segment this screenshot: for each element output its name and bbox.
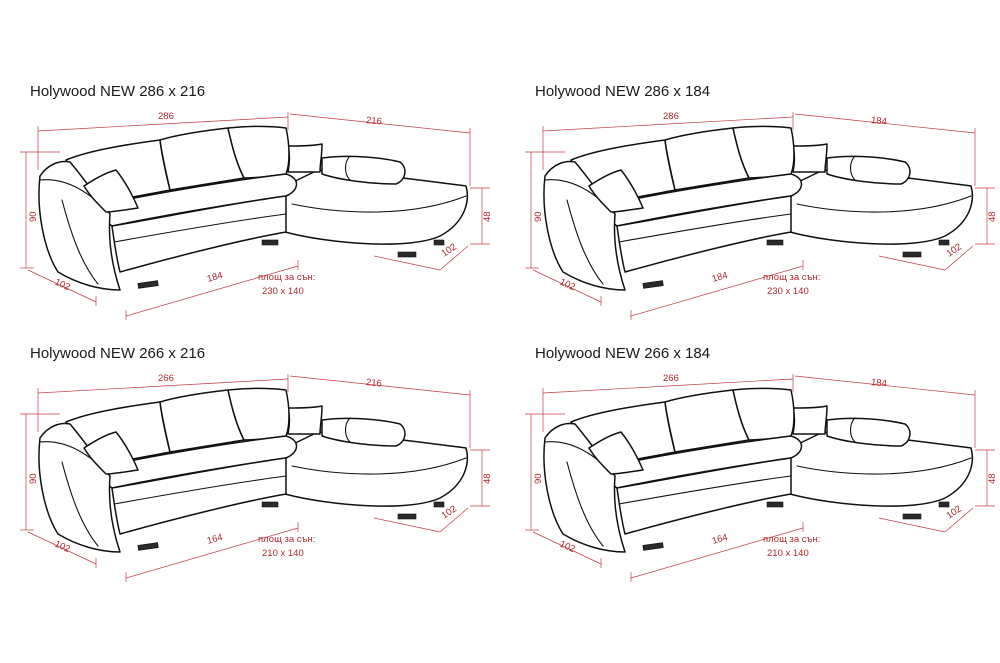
sofa-outline: [38, 387, 469, 553]
seat-height-label: 48: [482, 211, 493, 222]
seat-length-label: 184: [206, 270, 224, 285]
sleep-area-label: площ за сън:: [763, 534, 820, 545]
arm-depth-label: 102: [53, 277, 72, 293]
sleep-area-label: площ за сън:: [258, 272, 315, 283]
sleep-area-size: 230 x 140: [767, 286, 809, 297]
seat-height-label: 48: [482, 473, 493, 484]
dimension-lines: [525, 374, 995, 582]
arm-depth-label: 102: [558, 277, 577, 293]
diagram-title: Holywood NEW 266 x 216: [30, 345, 205, 362]
diagram-title: Holywood NEW 286 x 216: [30, 83, 205, 100]
arm-depth-label: 102: [53, 539, 72, 555]
width-label: 286: [663, 111, 679, 122]
seat-length-label: 164: [206, 532, 224, 547]
seat-length-label: 184: [711, 270, 729, 285]
sleep-area-label: площ за сън:: [258, 534, 315, 545]
width-label: 266: [158, 373, 174, 384]
sleep-area-label: площ за сън:: [763, 272, 820, 283]
depth-label: 184: [870, 377, 887, 390]
seat-height-label: 48: [987, 211, 998, 222]
height-label: 90: [533, 211, 544, 222]
height-label: 90: [28, 473, 39, 484]
depth-label: 184: [870, 115, 887, 128]
sofa-outline: [38, 125, 469, 291]
sofa-outline: [543, 125, 974, 291]
dimension-lines: [20, 112, 490, 320]
diagram-title: Holywood NEW 286 x 184: [535, 83, 710, 100]
seat-length-label: 164: [711, 532, 729, 547]
seat-height-label: 48: [987, 473, 998, 484]
height-label: 90: [533, 473, 544, 484]
height-label: 90: [28, 211, 39, 222]
sleep-area-size: 210 x 140: [262, 548, 304, 559]
depth-label: 216: [365, 377, 382, 390]
sleep-area-size: 210 x 140: [767, 548, 809, 559]
arm-depth-label: 102: [558, 539, 577, 555]
sleep-area-size: 230 x 140: [262, 286, 304, 297]
width-label: 286: [158, 111, 174, 122]
sofa-outline: [543, 387, 974, 553]
dimension-lines: [525, 112, 995, 320]
diagram-title: Holywood NEW 266 x 184: [535, 345, 710, 362]
width-label: 266: [663, 373, 679, 384]
dimension-lines: [20, 374, 490, 582]
depth-label: 216: [365, 115, 382, 128]
